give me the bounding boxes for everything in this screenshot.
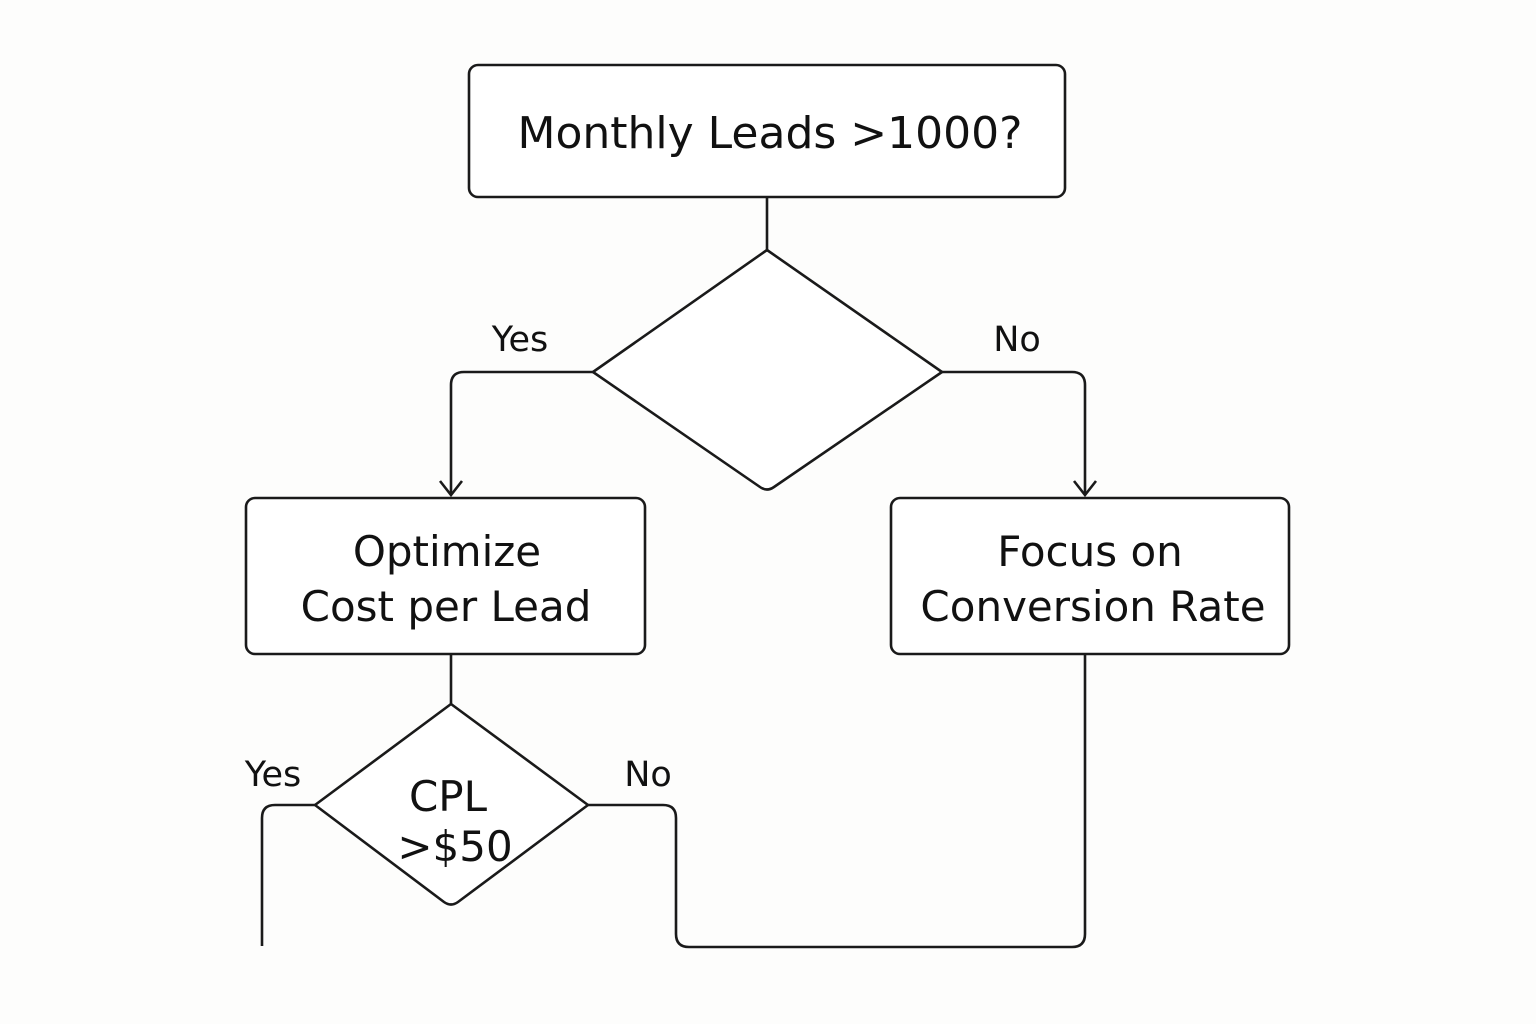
node-focus-conversion: Focus on Conversion Rate — [889, 496, 1291, 656]
connector-cpl-yes — [260, 803, 315, 946]
node-cpl-decision-label-line-2: >$50 — [397, 822, 512, 871]
edge-label-cpl-yes: Yes — [244, 755, 302, 795]
connector-cpl-no — [588, 654, 1087, 949]
node-optimize-cpl-label-line-1: Optimize — [353, 527, 541, 576]
node-optimize-cpl-label-line-2: Cost per Lead — [301, 582, 592, 631]
edge-label-decision-1-no: No — [993, 320, 1041, 360]
node-monthly-leads: Monthly Leads >1000? — [467, 63, 1067, 199]
connector-decision-1-no — [942, 370, 1087, 494]
connector-decision-1-yes — [449, 370, 593, 494]
node-monthly-leads-label: Monthly Leads >1000? — [518, 108, 1023, 159]
node-focus-conversion-box — [889, 496, 1291, 656]
node-cpl-decision-shape — [313, 702, 590, 906]
node-focus-conversion-label-line-2: Conversion Rate — [920, 582, 1265, 631]
node-decision-1 — [591, 248, 944, 491]
node-cpl-decision-label-line-1: CPL — [409, 772, 488, 821]
node-optimize-cpl-box — [244, 496, 647, 656]
arrowhead-decision-1-yes — [438, 480, 464, 498]
node-cpl-decision: CPL >$50 — [313, 702, 590, 906]
node-focus-conversion-label-line-1: Focus on — [997, 527, 1183, 576]
node-optimize-cpl: Optimize Cost per Lead — [244, 496, 647, 656]
edge-label-decision-1-yes: Yes — [491, 320, 549, 360]
edge-label-cpl-no: No — [624, 755, 672, 795]
arrowhead-decision-1-no — [1072, 480, 1098, 498]
